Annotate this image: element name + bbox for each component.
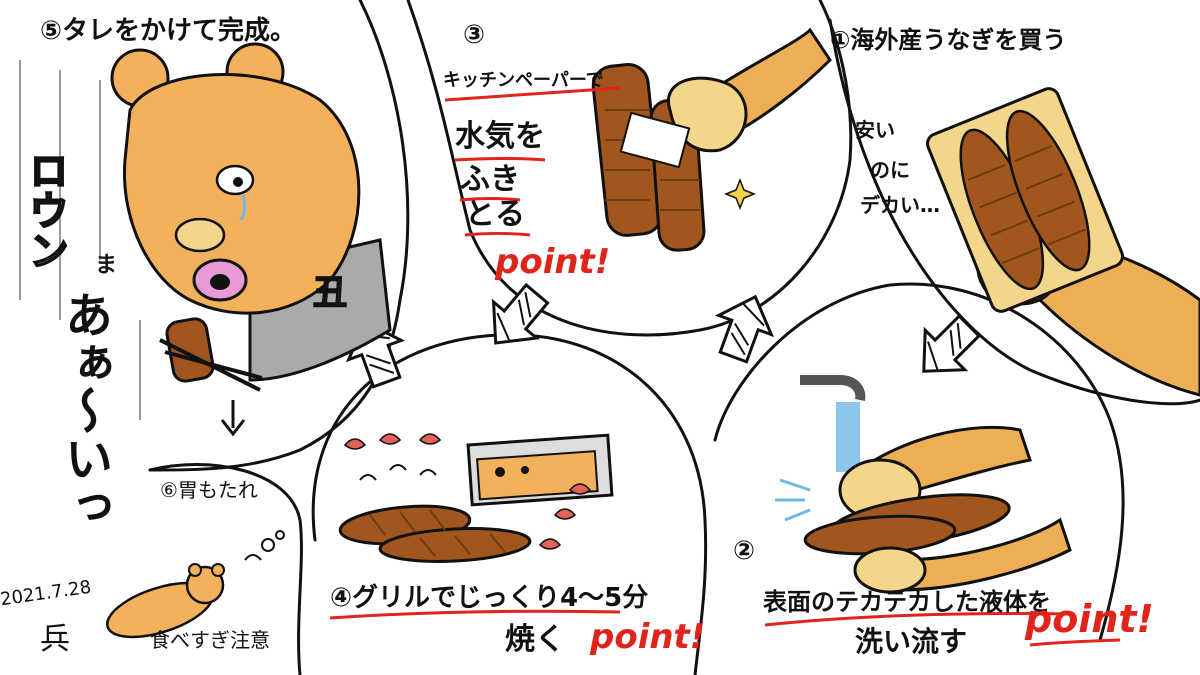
panel4-art bbox=[338, 433, 614, 563]
step3-line-2: 水気を bbox=[455, 119, 545, 154]
arrow-2-to-3 bbox=[714, 294, 775, 364]
arrow-5-to-6 bbox=[220, 400, 246, 437]
panel2-border bbox=[713, 282, 1125, 642]
panel1-art bbox=[926, 87, 1200, 397]
step5-shout-small: ま bbox=[95, 253, 118, 278]
step4-point: point! bbox=[590, 617, 706, 657]
water-stream bbox=[836, 402, 860, 472]
step6-title: ⑥胃もたれ bbox=[160, 478, 258, 502]
arrow-3-to-4 bbox=[491, 282, 550, 345]
eel-package bbox=[926, 87, 1124, 313]
step1-comment-1: 安い bbox=[855, 118, 895, 142]
collar-mark: 丑 bbox=[312, 273, 348, 313]
step1-comment-3: デカい… bbox=[860, 193, 940, 217]
speed-lines bbox=[19, 60, 141, 420]
step3-number: ③ bbox=[463, 20, 486, 50]
step3-line-4: とる bbox=[465, 197, 525, 232]
step2-point: point! bbox=[1025, 597, 1154, 641]
step2-number: ② bbox=[733, 536, 756, 566]
step5-shout: あぁ〜いっ bbox=[56, 290, 112, 530]
panel2-art bbox=[775, 375, 1072, 594]
panel4-border bbox=[311, 333, 708, 675]
faucet bbox=[800, 375, 866, 401]
step5-sfx: ロウン bbox=[21, 149, 69, 271]
step4-caption-2: 焼く bbox=[505, 622, 565, 657]
panel6-art bbox=[106, 530, 285, 639]
panel6-border bbox=[148, 463, 303, 675]
step1-comment-2: のに bbox=[870, 158, 910, 182]
step5-title: ⑤タレをかけて完成。 bbox=[40, 16, 297, 46]
red-underlines bbox=[329, 86, 1121, 647]
step3-line-3: ふき bbox=[460, 162, 520, 197]
step6-warning: 食べすぎ注意 bbox=[150, 628, 270, 652]
step2-caption-2: 洗い流す bbox=[855, 625, 968, 658]
bear-peeking bbox=[476, 450, 599, 501]
arrow-1-to-2 bbox=[922, 313, 982, 373]
tear bbox=[239, 194, 247, 221]
bear-muzzle bbox=[174, 217, 226, 253]
paper-towel bbox=[619, 111, 691, 169]
step4-caption: ④グリルでじっくり4〜5分 bbox=[330, 583, 649, 613]
sparkle-icon bbox=[723, 177, 757, 211]
panel3-art bbox=[591, 27, 832, 252]
panel1-border bbox=[828, 18, 1200, 406]
water-splash bbox=[775, 478, 811, 522]
grill-flames bbox=[343, 433, 592, 550]
step3-point: point! bbox=[495, 242, 611, 282]
panel5-art bbox=[19, 42, 392, 420]
step3-line-1: キッチンペーパーで bbox=[443, 70, 604, 91]
eel-on-chopsticks bbox=[165, 317, 215, 383]
step1-title: ①海外産うなぎを買う bbox=[830, 26, 1067, 54]
dizzy-swirls bbox=[244, 530, 285, 561]
step2-caption: 表面のテカテカした液体を bbox=[763, 588, 1051, 616]
panel3-border bbox=[406, 0, 853, 337]
arm3-illustration bbox=[718, 27, 832, 138]
signature-name: 兵 bbox=[40, 622, 70, 657]
